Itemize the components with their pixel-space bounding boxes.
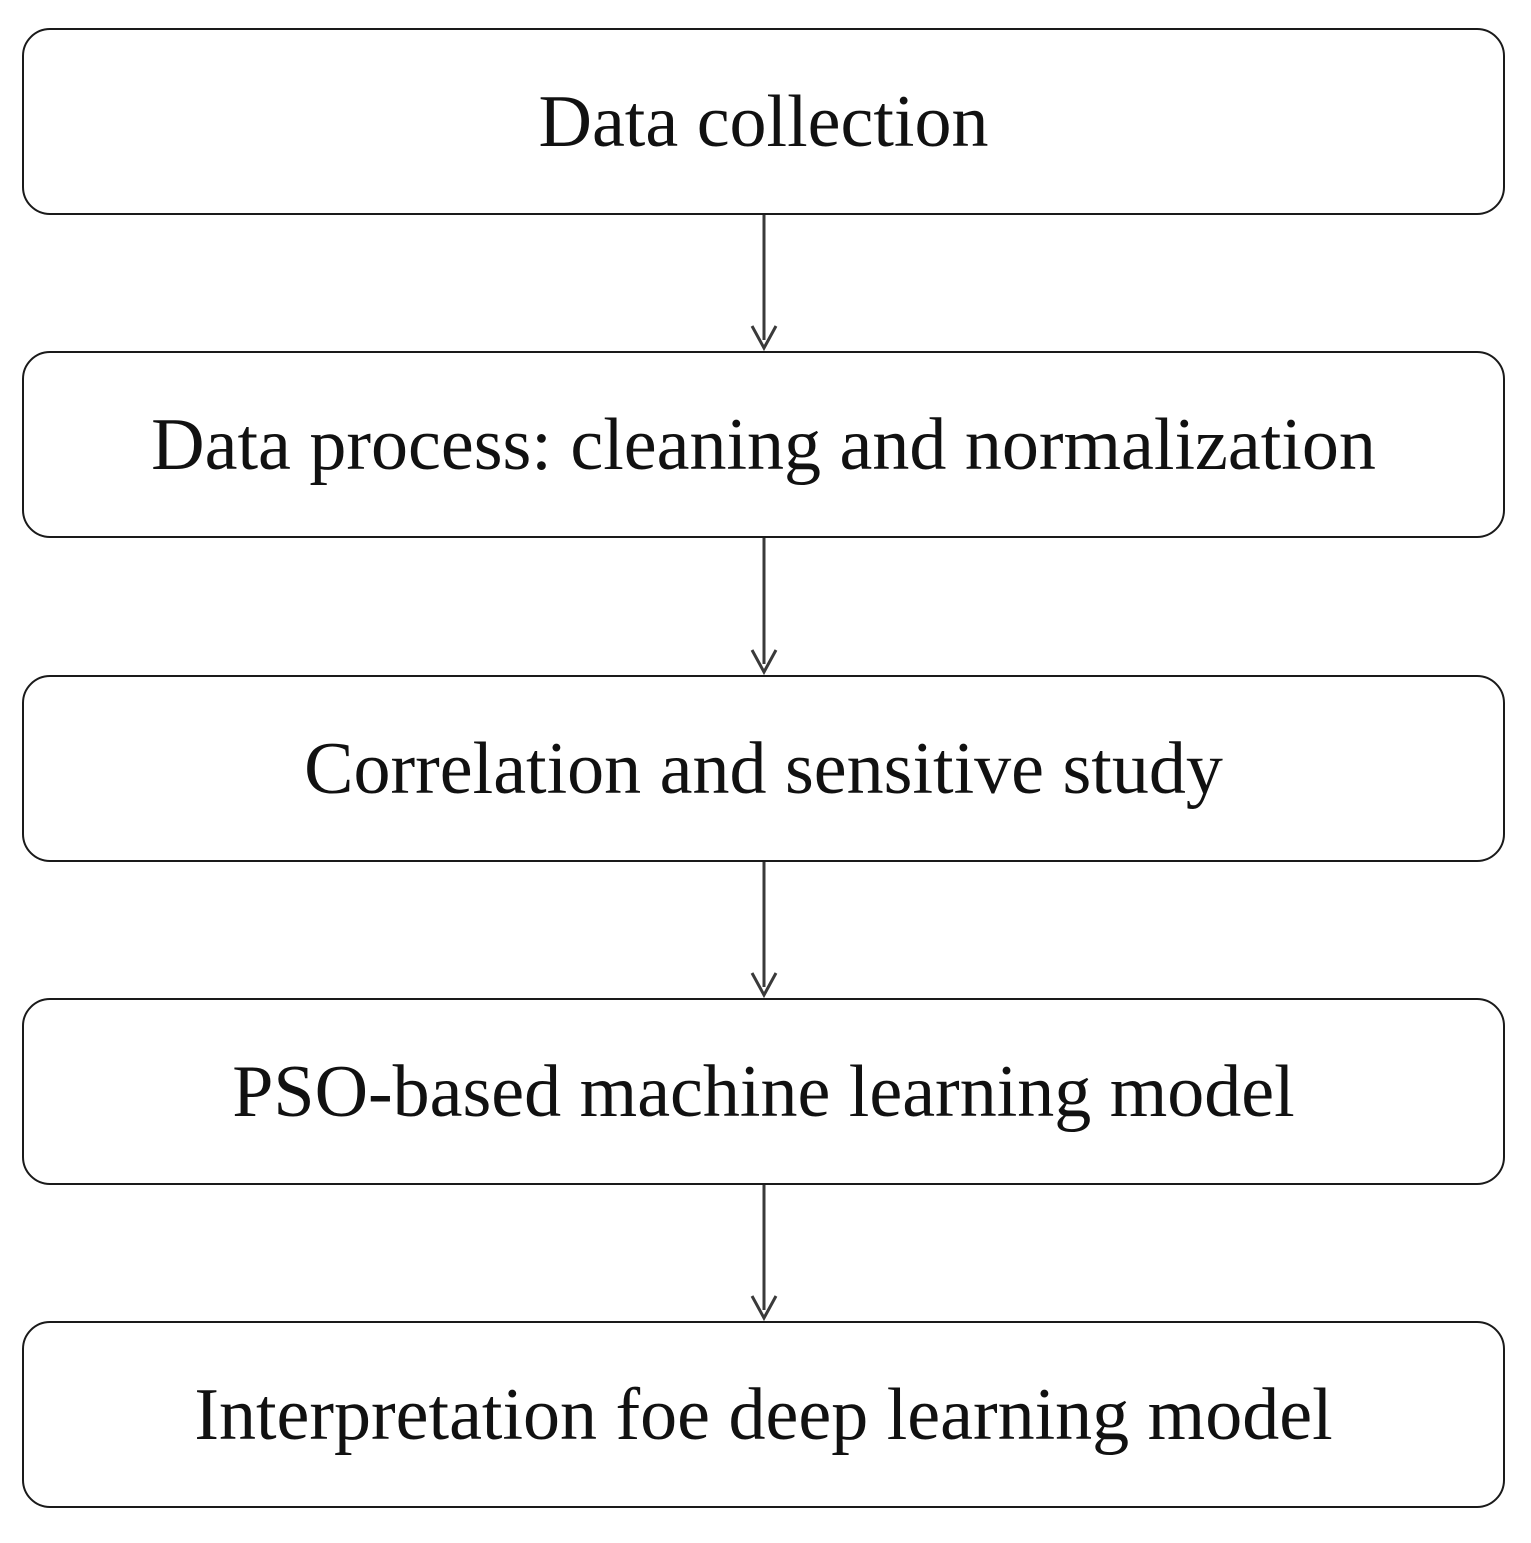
step-label: Correlation and sensitive study [304, 727, 1223, 810]
step-box-data-collection: Data collection [22, 28, 1505, 215]
step-label: Data collection [538, 80, 989, 163]
arrow-4-to-5 [750, 1185, 778, 1322]
arrow-1-to-2 [750, 215, 778, 352]
step-label: Interpretation foe deep learning model [194, 1373, 1333, 1456]
arrow-3-to-4 [750, 862, 778, 999]
step-box-interpretation: Interpretation foe deep learning model [22, 1321, 1505, 1508]
step-box-correlation-study: Correlation and sensitive study [22, 675, 1505, 862]
step-box-pso-model: PSO-based machine learning model [22, 998, 1505, 1185]
arrow-2-to-3 [750, 538, 778, 676]
step-label: Data process: cleaning and normalization [151, 403, 1376, 486]
step-box-data-process: Data process: cleaning and normalization [22, 351, 1505, 538]
step-label: PSO-based machine learning model [232, 1050, 1295, 1133]
